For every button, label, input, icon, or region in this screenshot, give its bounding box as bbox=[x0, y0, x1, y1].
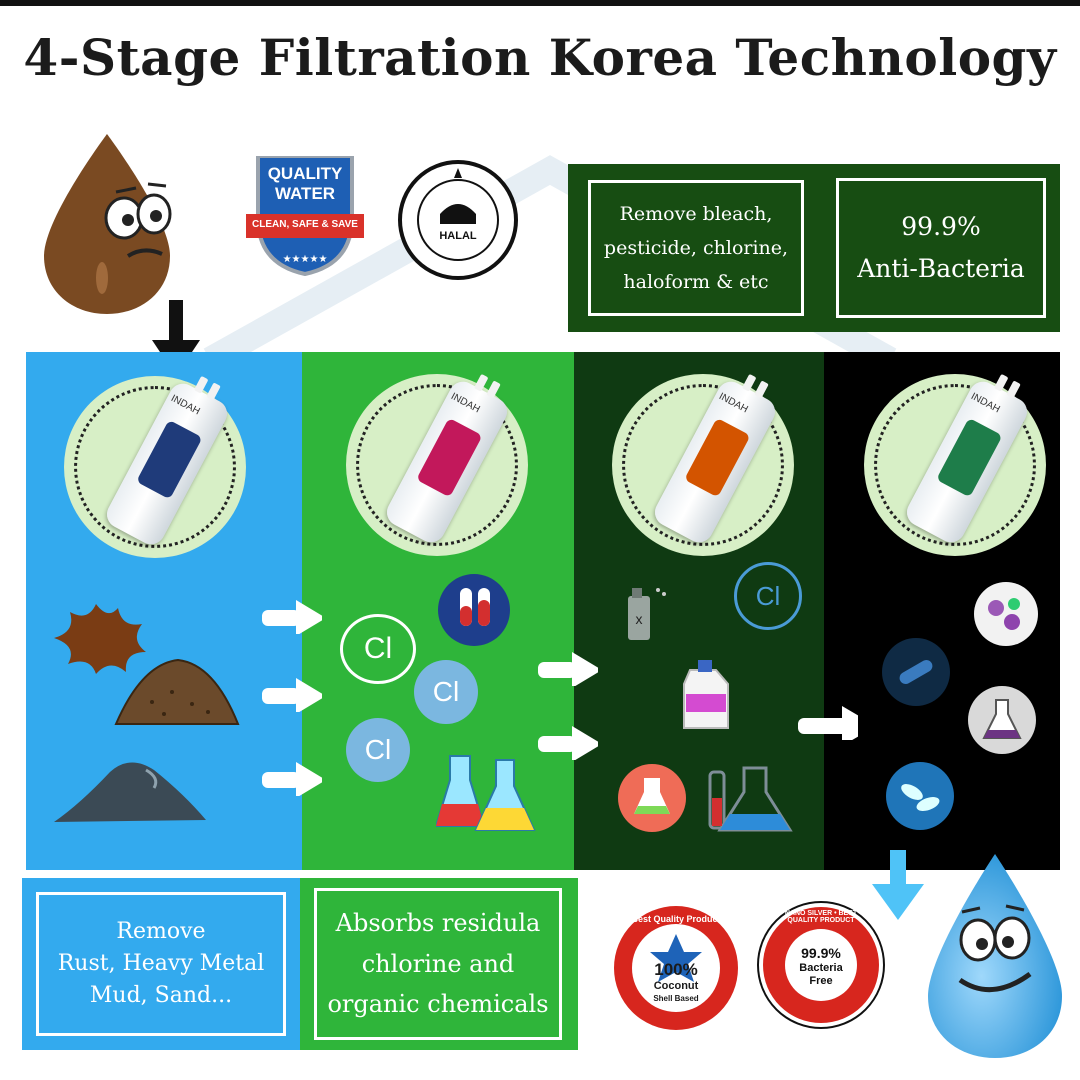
chlorine-symbol: Cl bbox=[364, 734, 392, 765]
stage-2-description-panel: Absorbs residula chlorine and organic ch… bbox=[300, 878, 578, 1050]
stage-1-brand: INDAH bbox=[168, 393, 202, 418]
quality-line-2: WATER bbox=[274, 184, 336, 203]
coconut-line-2: Shell Based bbox=[653, 994, 699, 1003]
mud-pile-icon bbox=[54, 762, 206, 822]
chlorine-symbol: Cl bbox=[755, 580, 781, 611]
quality-ribbon: CLEAN, SAFE & SAVE bbox=[252, 219, 358, 230]
arrow-right-icon bbox=[538, 726, 598, 760]
quality-line-1: QUALITY bbox=[267, 164, 343, 183]
chlorine-icon: Cl bbox=[414, 660, 478, 724]
coconut-shell-seal: Best Quality Product 100% Coconut Shell … bbox=[612, 904, 740, 1032]
stage2-line-1: Absorbs residula bbox=[335, 908, 541, 937]
chlorine-symbol: Cl bbox=[432, 676, 460, 707]
nano-line-2: Free bbox=[809, 975, 833, 987]
anti-bacteria-box: 99.9% Anti-Bacteria bbox=[836, 178, 1046, 318]
stage-1-description-box: Remove Rust, Heavy Metal Mud, Sand... bbox=[36, 892, 286, 1036]
remove-line-1: Remove bleach, bbox=[619, 203, 773, 225]
clean-drop-icon bbox=[928, 854, 1062, 1058]
stage1-line-1: Remove bbox=[116, 919, 206, 945]
arrow-right-icon bbox=[262, 678, 322, 712]
anti-bacteria-panel: 99.9% Anti-Bacteria bbox=[824, 164, 1060, 332]
stage2-line-2: chlorine and bbox=[361, 949, 515, 978]
stage-4-brand: INDAH bbox=[968, 391, 1002, 416]
rust-splat-icon bbox=[54, 604, 146, 674]
coconut-top-text: Best Quality Product bbox=[631, 914, 721, 924]
stage-1-description-panel: Remove Rust, Heavy Metal Mud, Sand... bbox=[22, 878, 300, 1050]
nano-percent: 99.9% bbox=[801, 945, 841, 961]
svg-text:x: x bbox=[636, 611, 643, 627]
germ-icon bbox=[882, 638, 950, 706]
down-arrow-blue-icon bbox=[872, 850, 924, 920]
bacteria-icon bbox=[974, 582, 1038, 646]
remove-line-3: haloform & etc bbox=[623, 271, 769, 293]
nano-ring-text: NANO SILVER • BEST QUALITY PRODUCT bbox=[784, 910, 858, 924]
chlorine-wave-icon: Cl bbox=[340, 614, 416, 684]
antibac-line-2: Anti-Bacteria bbox=[857, 254, 1025, 283]
arrow-right-icon bbox=[538, 652, 598, 686]
svg-text:★★★★★: ★★★★★ bbox=[283, 254, 328, 265]
lab-flask-icon bbox=[618, 764, 686, 832]
chlorine-symbol: Cl bbox=[363, 632, 393, 665]
chlorine-icon: Cl bbox=[734, 562, 802, 630]
bacteria-cells-icon bbox=[886, 762, 954, 830]
stage-2-brand: INDAH bbox=[448, 391, 482, 416]
bleach-bottle-icon bbox=[683, 660, 729, 729]
halal-seal: HALAL bbox=[396, 158, 520, 282]
pesticide-spray-icon: x bbox=[628, 588, 666, 640]
arrow-right-icon bbox=[262, 762, 322, 796]
stage-2-description-box: Absorbs residula chlorine and organic ch… bbox=[314, 888, 562, 1040]
stage1-line-3: Mud, Sand... bbox=[89, 982, 233, 1008]
stage-3-brand: INDAH bbox=[716, 391, 750, 416]
remove-chemicals-box: Remove bleach, pesticide, chlorine, halo… bbox=[588, 180, 804, 316]
coconut-percent: 100% bbox=[654, 960, 698, 979]
halal-text: HALAL bbox=[439, 230, 477, 242]
chlorine-icon: Cl bbox=[346, 718, 410, 782]
nano-silver-seal: 99.9% Bacteria Free NANO SILVER • BEST Q… bbox=[756, 900, 886, 1030]
dirty-drop-icon bbox=[44, 134, 172, 314]
coconut-line-1: Coconut bbox=[653, 980, 699, 992]
page-title: 4-Stage Filtration Korea Technology bbox=[23, 28, 1057, 87]
remove-chemicals-panel: Remove bleach, pesticide, chlorine, halo… bbox=[568, 164, 824, 332]
arrow-right-icon bbox=[798, 706, 858, 740]
antibac-line-1: 99.9% bbox=[901, 212, 981, 241]
bacteria-flask-icon bbox=[968, 686, 1036, 754]
stage2-line-3: organic chemicals bbox=[327, 990, 549, 1019]
top-bar bbox=[0, 0, 1080, 6]
stage1-line-2: Rust, Heavy Metal bbox=[57, 951, 265, 977]
lab-glassware-icon bbox=[708, 766, 793, 832]
nano-line-1: Bacteria bbox=[799, 962, 843, 974]
remove-line-2: pesticide, chlorine, bbox=[603, 237, 789, 259]
quality-water-badge: ★★★★★ QUALITY WATER CLEAN, SAFE & SAVE bbox=[246, 156, 364, 276]
flasks-icon bbox=[436, 755, 536, 831]
arrow-right-icon bbox=[262, 600, 322, 634]
test-tubes-icon bbox=[438, 574, 510, 646]
sand-pile-icon bbox=[114, 658, 240, 725]
